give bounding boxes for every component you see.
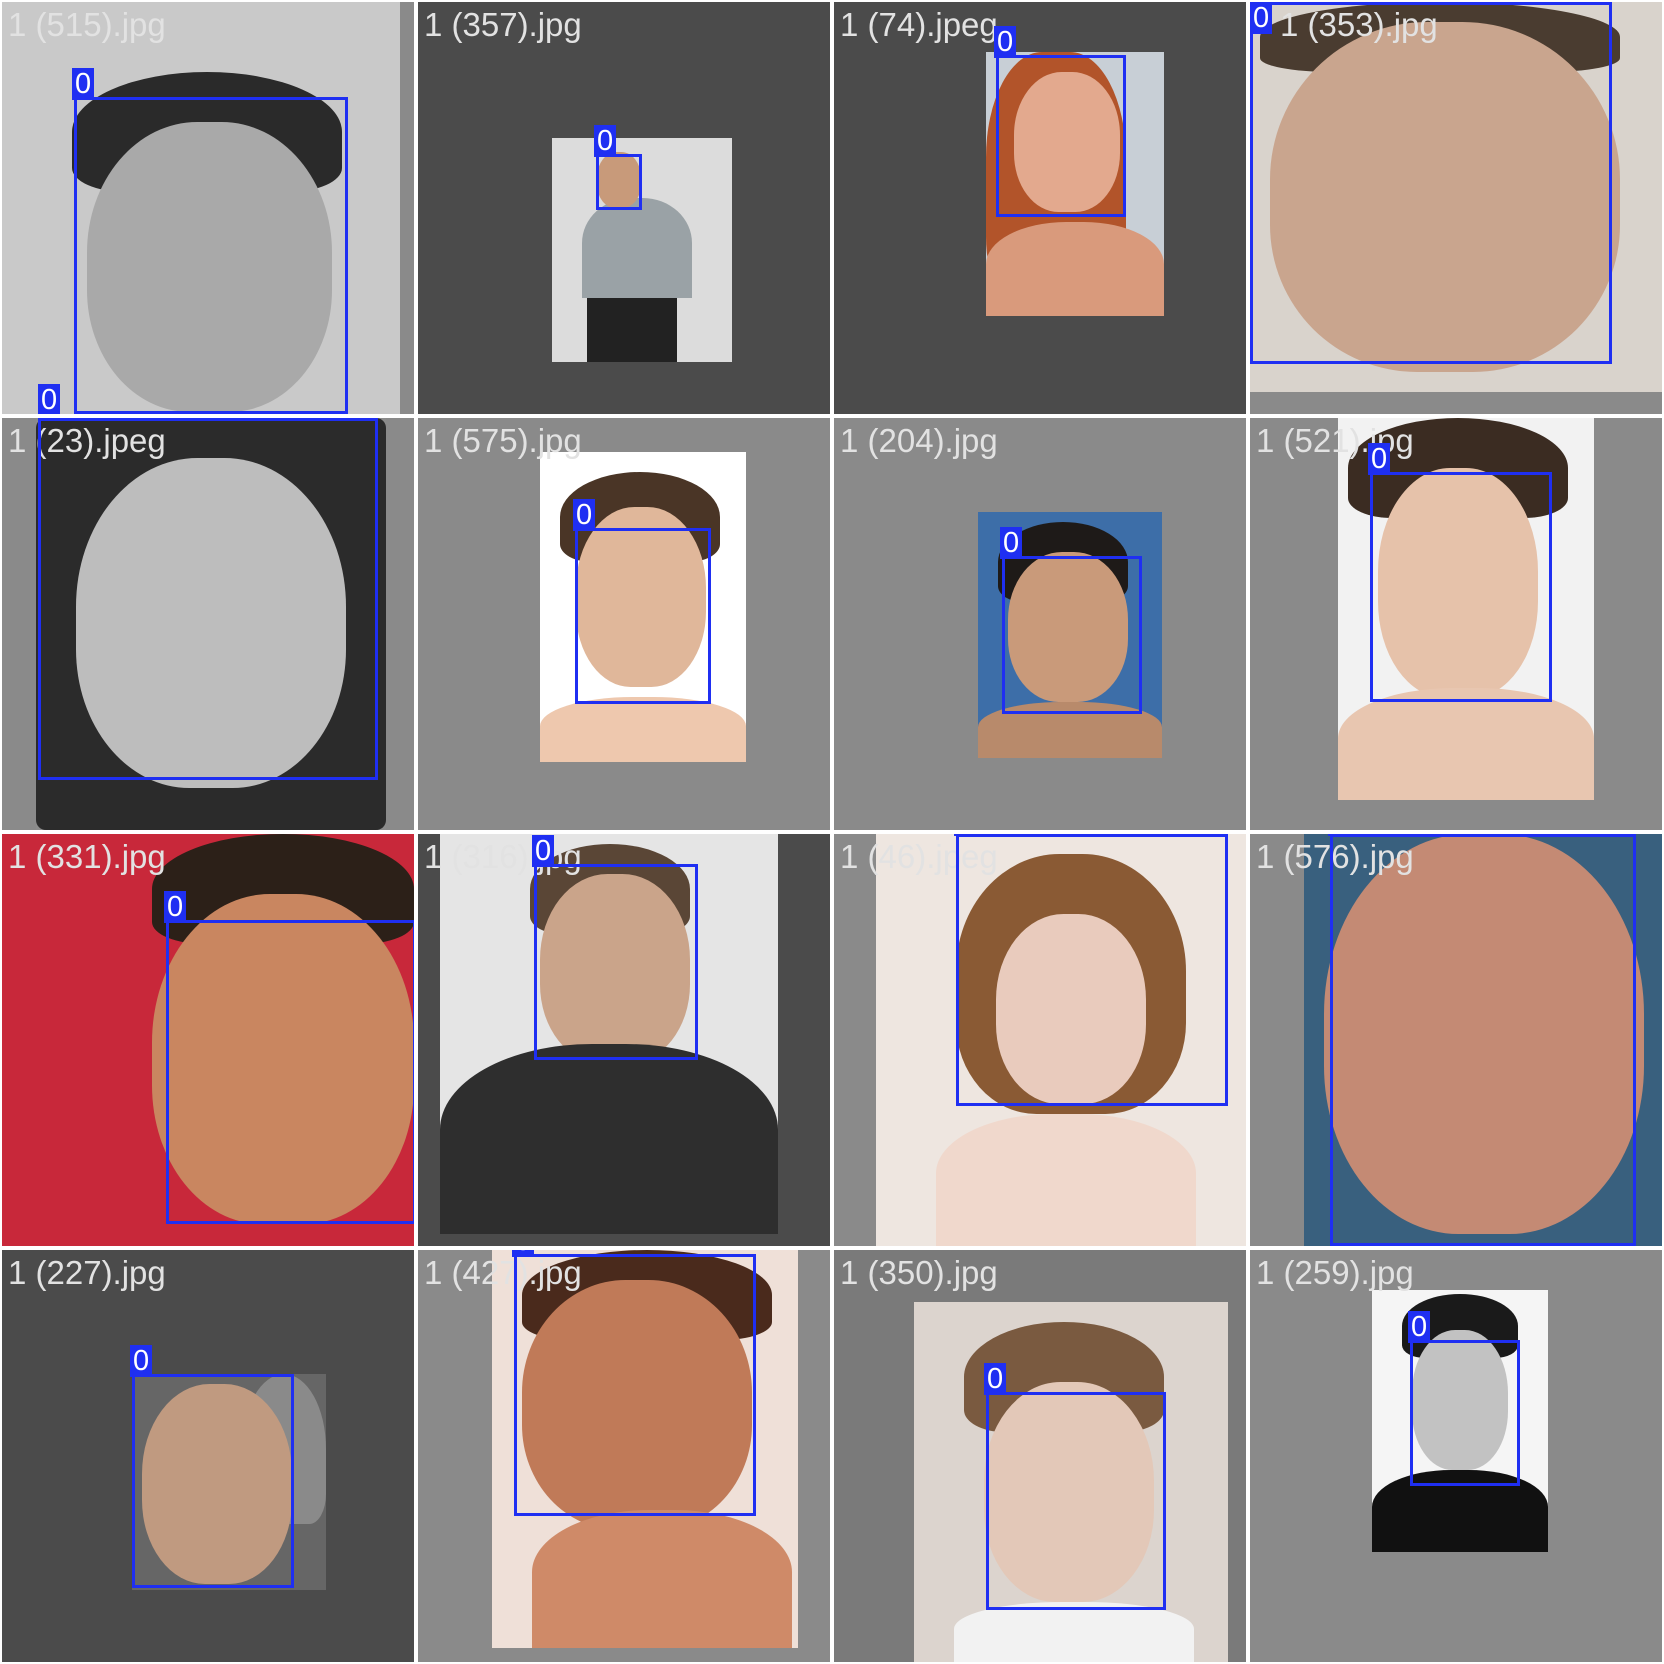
face-bounding-box — [986, 1392, 1166, 1610]
class-label: 0 — [1408, 1311, 1431, 1343]
tile-photo — [914, 1302, 1228, 1662]
class-label: 0 — [164, 891, 187, 923]
face-bounding-box — [38, 418, 378, 780]
class-label: 0 — [1250, 2, 1273, 34]
tile-16: 1 (259).jpg 0 — [1250, 1250, 1662, 1662]
class-label: 0 — [1000, 527, 1023, 559]
tile-9: 1 (331).jpg 0 — [2, 834, 414, 1246]
class-label: 0 — [38, 384, 61, 414]
tile-photo — [36, 418, 386, 830]
tile-14: 1 (427).jpg 0 — [418, 1250, 830, 1662]
tile-6: 1 (575).jpg 0 — [418, 418, 830, 830]
tile-5: 1 (23).jpeg — [2, 418, 414, 830]
tile-filename: 1 (74).jpeg — [840, 6, 998, 43]
class-label: 0 — [1328, 834, 1351, 836]
face-bounding-box — [132, 1374, 294, 1588]
class-label: 0 — [130, 1345, 153, 1377]
face-bounding-box — [74, 97, 348, 414]
tile-12: 1 (576).jpg 0 — [1250, 834, 1662, 1246]
tile-filename: 1 (259).jpg — [1256, 1254, 1414, 1291]
face-bounding-box — [514, 1254, 756, 1516]
face-bounding-box — [1410, 1340, 1520, 1486]
tile-photo — [876, 834, 1246, 1246]
face-bounding-box — [166, 920, 414, 1224]
class-label: 0 — [72, 68, 95, 100]
tile-photo — [552, 138, 732, 362]
tile-photo — [2, 2, 400, 414]
face-bounding-box — [575, 528, 711, 704]
face-bounding-box — [1002, 556, 1142, 714]
class-label: 0 — [1368, 443, 1391, 475]
tile-4: 1 (353).jpg 0 — [1250, 2, 1662, 414]
tile-filename: 1 (357).jpg — [424, 6, 582, 43]
face-bounding-box — [596, 154, 642, 210]
tile-13: 1 (227).jpg 0 — [2, 1250, 414, 1662]
face-bounding-box — [1370, 472, 1552, 702]
tile-2: 1 (357).jpg 0 — [418, 2, 830, 414]
tile-photo — [1372, 1290, 1548, 1552]
tile-photo — [986, 52, 1164, 316]
tile-8: 1 (521).jpg 0 — [1250, 418, 1662, 830]
class-label: 0 — [984, 1363, 1007, 1395]
tile-photo — [1250, 2, 1662, 392]
face-bounding-box — [1250, 2, 1612, 364]
class-label: 0 — [954, 834, 977, 836]
tile-photo — [2, 834, 414, 1246]
tile-15: 1 (350).jpg 0 — [834, 1250, 1246, 1662]
tile-11: 1 (46).jpeg 0 — [834, 834, 1246, 1246]
tile-filename: 1 (204).jpg — [840, 422, 998, 459]
tile-3: 1 (74).jpeg 0 — [834, 2, 1246, 414]
face-bounding-box — [956, 834, 1228, 1106]
face-bounding-box — [1330, 834, 1636, 1246]
face-bounding-box — [996, 55, 1126, 217]
tile-10: 1 (316).jpg 0 — [418, 834, 830, 1246]
tile-photo — [1304, 834, 1662, 1246]
class-label: 0 — [573, 499, 596, 531]
class-label: 0 — [512, 1250, 535, 1257]
tile-1: 1 (515).jpg 0 0 — [2, 2, 414, 414]
class-label: 0 — [532, 835, 555, 867]
tile-photo — [492, 1250, 798, 1648]
tile-filename: 1 (350).jpg — [840, 1254, 998, 1291]
class-label: 0 — [994, 26, 1017, 58]
class-label: 0 — [594, 125, 617, 157]
tile-filename: 1 (227).jpg — [8, 1254, 166, 1291]
tile-7: 1 (204).jpg 0 — [834, 418, 1246, 830]
face-bounding-box — [534, 864, 698, 1060]
tile-photo — [440, 834, 778, 1234]
